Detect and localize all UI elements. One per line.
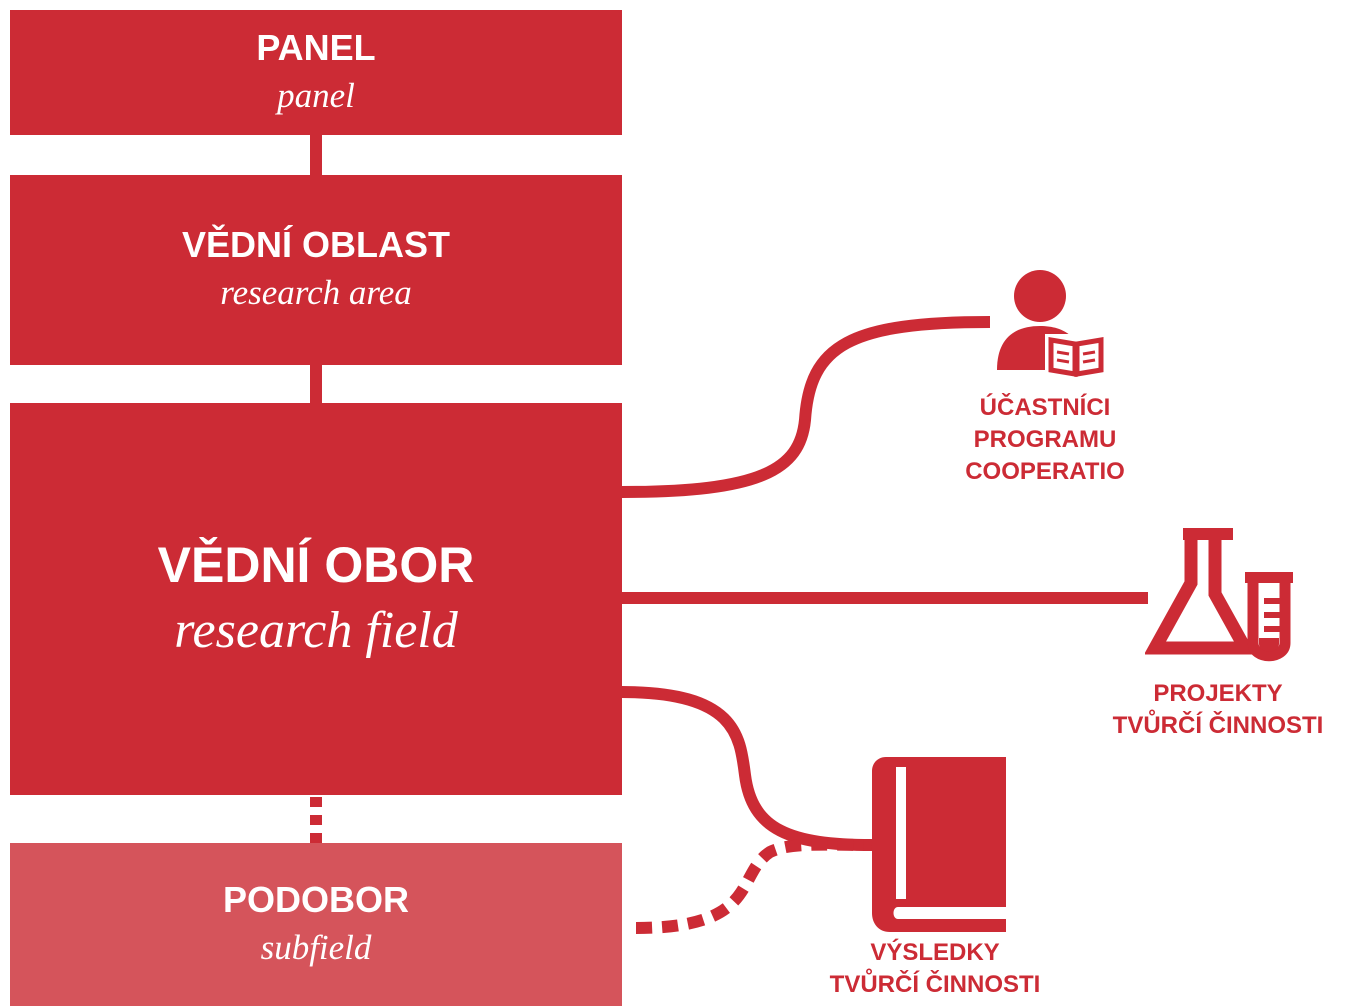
panel-subtitle: panel	[277, 75, 355, 115]
research-field-subtitle: research field	[174, 602, 458, 659]
participants-label-line-1: ÚČASTNÍCI	[979, 394, 1111, 421]
research-field-box: VĚDNÍ OBOR research field	[10, 403, 622, 795]
book-icon	[872, 757, 1006, 932]
flask-and-test-tube-icon	[1145, 528, 1293, 662]
research-area-box: VĚDNÍ OBLAST research area	[10, 175, 622, 365]
results-label-line-1: VÝSLEDKY	[870, 939, 1000, 966]
person-with-book-icon	[997, 270, 1107, 378]
participants-label-line-3: COOPERATIO	[965, 458, 1125, 485]
panel-box: PANEL panel	[10, 10, 622, 135]
connector-subfield-results-dotted	[635, 838, 873, 934]
connector-field-results	[621, 686, 873, 851]
results-label-line-2: TVŮRČÍ ČINNOSTI	[829, 971, 1041, 998]
projects-label-line-1: PROJEKTY	[1153, 680, 1283, 707]
panel-title: PANEL	[256, 26, 376, 68]
research-area-title: VĚDNÍ OBLAST	[181, 224, 450, 265]
participants-label: ÚČASTNÍCI PROGRAMU COOPERATIO	[930, 392, 1160, 488]
participants-label-line-2: PROGRAMU	[973, 426, 1117, 453]
research-field-title: VĚDNÍ OBOR	[157, 537, 475, 593]
projects-label: PROJEKTY TVŮRČÍ ČINNOSTI	[1088, 678, 1348, 742]
connector-field-participants	[621, 316, 991, 498]
subfield-title: PODOBOR	[222, 878, 409, 920]
research-area-subtitle: research area	[220, 273, 412, 312]
subfield-box: PODOBOR subfield	[10, 843, 622, 1006]
subfield-subtitle: subfield	[260, 927, 372, 967]
projects-label-line-2: TVŮRČÍ ČINNOSTI	[1112, 712, 1324, 739]
results-label: VÝSLEDKY TVŮRČÍ ČINNOSTI	[800, 937, 1070, 1001]
